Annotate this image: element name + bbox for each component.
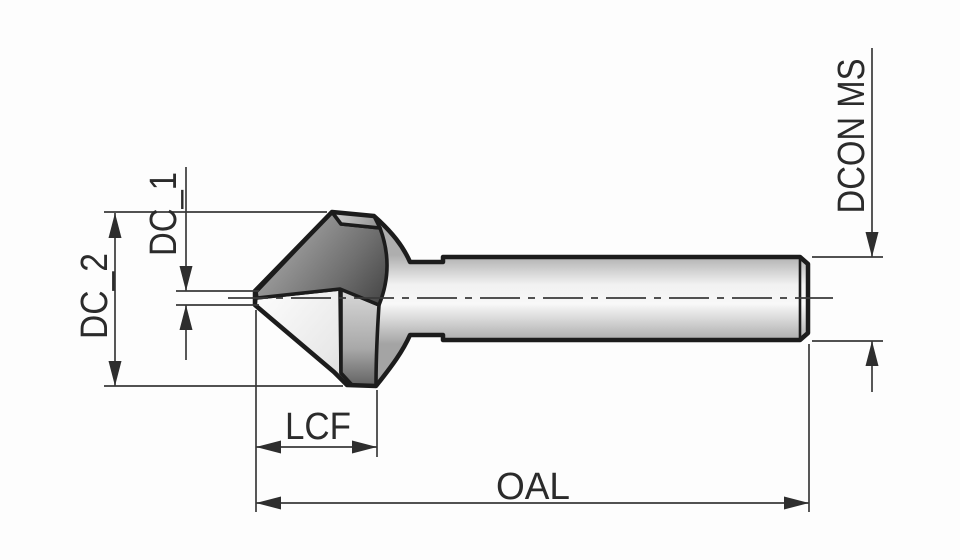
- dc2-arrow-up: [108, 213, 122, 238]
- tool-outline-stroke: [252, 209, 811, 389]
- oal-arrow-right: [784, 496, 809, 510]
- dimension-dc1: DC_1: [143, 167, 259, 360]
- dc2-arrow-down: [108, 361, 122, 386]
- dimension-lcf: LCF: [255, 310, 378, 512]
- dc1-arrow-up: [179, 305, 193, 330]
- dc1-label: DC_1: [143, 172, 185, 256]
- dcon-arrow-down: [865, 232, 879, 257]
- dimension-dc2: DC_2: [74, 211, 343, 387]
- dc1-arrow-down: [179, 266, 193, 291]
- dcon-ms-label: DCON MS: [831, 59, 873, 214]
- lcf-arrow-left: [256, 440, 281, 454]
- tool-body: [252, 209, 811, 389]
- lcf-arrow-right: [352, 440, 377, 454]
- dimension-oal: OAL: [256, 344, 810, 512]
- oal-arrow-left: [256, 496, 281, 510]
- dc2-label: DC_2: [74, 253, 116, 339]
- head-lower-face: [253, 287, 354, 387]
- lcf-label: LCF: [285, 406, 351, 448]
- tool-outline-fill: [255, 212, 808, 386]
- dimension-dcon-ms: DCON MS: [812, 48, 883, 392]
- dcon-arrow-up: [865, 341, 879, 366]
- oal-label: OAL: [496, 466, 570, 508]
